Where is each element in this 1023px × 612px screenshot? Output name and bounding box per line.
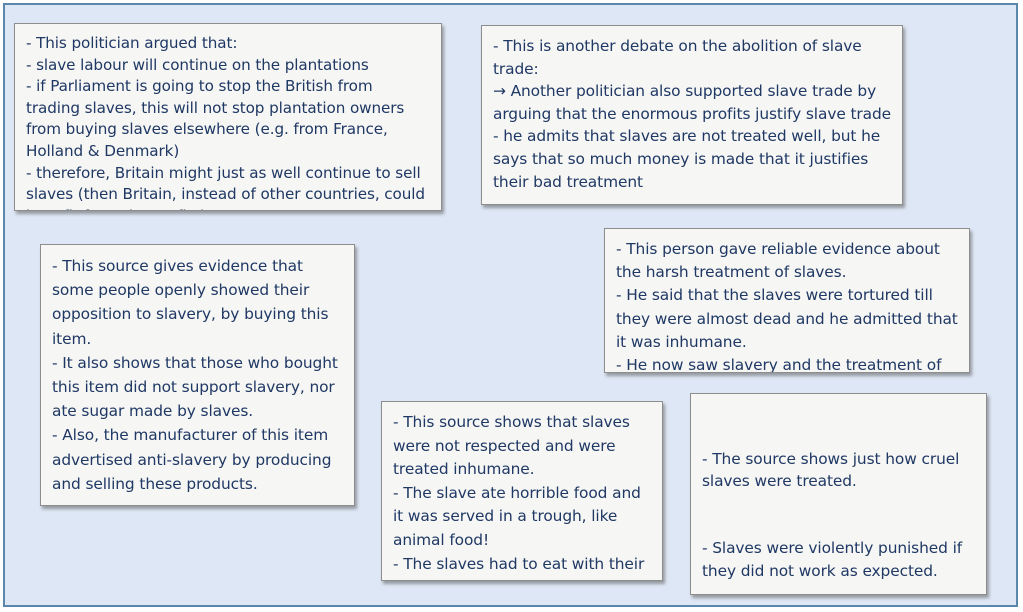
note-anti-slavery-item: - This source gives evidence that some p… bbox=[40, 244, 355, 506]
note-politician-argument: - This politician argued that: - slave l… bbox=[14, 23, 442, 211]
worksheet-page: - This politician argued that: - slave l… bbox=[3, 3, 1018, 607]
note-slave-food: - This source shows that slaves were not… bbox=[381, 401, 663, 581]
note6-line-2: - Slaves were violently punished if they… bbox=[702, 539, 967, 580]
note-reliable-evidence: - This person gave reliable evidence abo… bbox=[604, 228, 970, 373]
note-abolition-debate: - This is another debate on the abolitio… bbox=[481, 25, 903, 205]
note-cruel-punishment: - The source shows just how cruel slaves… bbox=[690, 393, 987, 595]
note6-line-1: - The source shows just how cruel slaves… bbox=[702, 449, 965, 491]
